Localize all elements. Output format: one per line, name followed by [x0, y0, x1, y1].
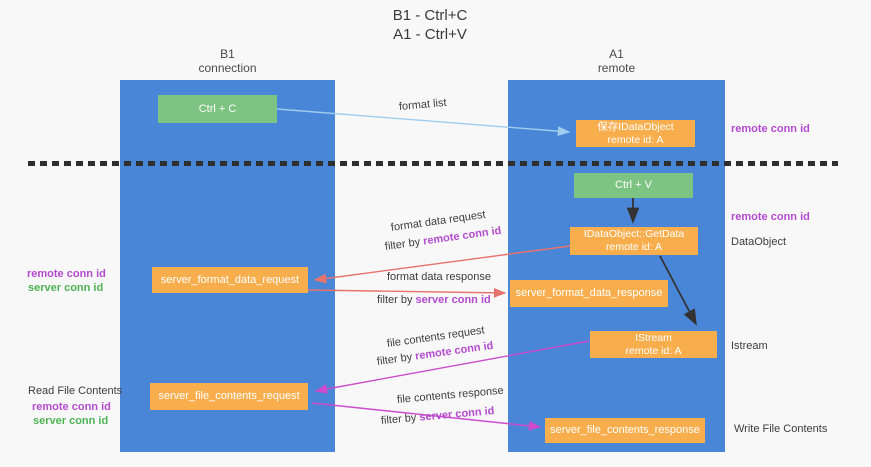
server-conn-id-label-left-1: server conn id: [28, 282, 104, 294]
lane-b1-subtitle: connection: [198, 61, 257, 75]
title-line-1: B1 - Ctrl+C: [392, 7, 468, 24]
remote-conn-id-label-top-right: remote conn id: [731, 123, 810, 135]
format-data-response-annotation: format data response: [387, 271, 491, 283]
idataobject-getdata-node: IDataObject::GetData remote id: A: [570, 227, 698, 255]
remote-conn-id-label-mid-right: remote conn id: [731, 211, 810, 223]
server-file-contents-request-node: server_file_contents_request: [150, 383, 308, 410]
istream-node: IStream remote id: A: [590, 331, 717, 358]
diagram-title: B1 - Ctrl+C A1 - Ctrl+V: [0, 6, 860, 44]
format-list-annotation: format list: [398, 96, 448, 113]
getdata-line1: IDataObject::GetData: [583, 228, 685, 240]
lane-a1-subtitle: remote: [597, 61, 636, 75]
lane-header-b1: B1 connection: [120, 47, 335, 75]
filter-by-text: filter by: [377, 294, 413, 306]
filter-by-text: filter by: [380, 411, 417, 427]
server-file-contents-response-label: server_file_contents_response: [550, 424, 700, 436]
filter-by-server-conn-id-annotation-2: filter by server conn id: [380, 405, 494, 427]
istream-line1: IStream: [635, 331, 672, 344]
dataobject-label: DataObject: [731, 236, 787, 248]
filter-by-text: filter by: [384, 236, 421, 253]
save-idataobject-line1: 保存IDataObject: [597, 120, 674, 133]
ctrl-v-node: Ctrl + V: [574, 173, 693, 198]
write-file-contents-label: Write File Contents: [734, 423, 828, 435]
server-conn-id-label-left-2: server conn id: [33, 415, 109, 427]
getdata-line2: remote id: A: [605, 241, 663, 253]
server-format-data-request-label: server_format_data_request: [160, 273, 300, 286]
save-idataobject-line2: remote id: A: [607, 133, 664, 146]
read-file-contents-label: Read File Contents: [28, 385, 123, 397]
server-format-data-response-label: server_format_data_response: [515, 287, 663, 299]
lane-header-a1: A1 remote: [508, 47, 725, 75]
title-line-2: A1 - Ctrl+V: [393, 26, 467, 43]
server-conn-id-highlight: server conn id: [418, 405, 495, 424]
save-idataobject-node: 保存IDataObject remote id: A: [576, 120, 695, 147]
ctrl-c-node: Ctrl + C: [158, 95, 277, 123]
remote-conn-id-label-left-1: remote conn id: [27, 268, 106, 280]
server-format-data-response-node: server_format_data_response: [510, 280, 668, 307]
file-contents-response-annotation: file contents response: [396, 384, 505, 406]
istream-label: Istream: [731, 340, 768, 352]
filter-by-text: filter by: [376, 351, 413, 368]
server-file-contents-request-label: server_file_contents_request: [158, 390, 300, 402]
ctrl-v-label: Ctrl + V: [615, 179, 652, 191]
server-conn-id-highlight: server conn id: [415, 294, 491, 306]
server-file-contents-response-node: server_file_contents_response: [545, 418, 705, 443]
remote-conn-id-highlight: remote conn id: [422, 224, 503, 248]
filter-by-server-conn-id-annotation-1: filter by server conn id: [377, 294, 491, 306]
ctrl-c-label: Ctrl + C: [198, 102, 237, 115]
remote-conn-id-label-left-2: remote conn id: [32, 401, 111, 413]
server-format-data-request-node: server_format_data_request: [152, 267, 308, 293]
format-data-response-arrow: [307, 287, 507, 298]
lane-b1-title: B1: [220, 47, 235, 61]
session-separator-dashed-line: [28, 161, 838, 166]
lane-a1-title: A1: [609, 47, 624, 61]
istream-line2: remote id: A: [625, 344, 682, 357]
